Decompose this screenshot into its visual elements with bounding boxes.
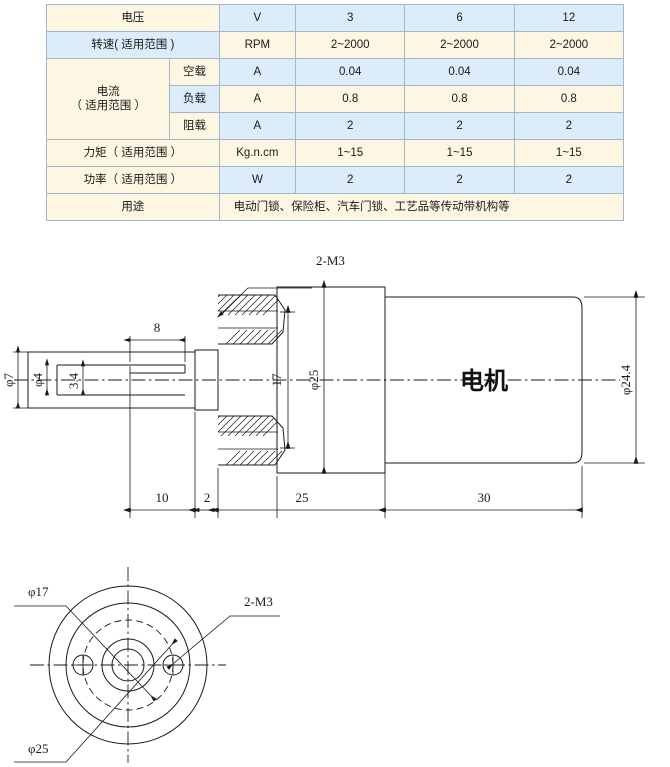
callout-2-m3-end: 2-M3 — [166, 594, 280, 670]
dim-label-30: 30 — [478, 490, 491, 505]
dim-label-10: 10 — [156, 490, 169, 505]
unit-speed: RPM — [218, 31, 297, 59]
dim-label-phi7: φ7 — [1, 373, 16, 388]
value-power-12v: 2 — [513, 166, 625, 194]
motor-body-outline — [384, 296, 583, 464]
value-speed-3v: 2~2000 — [295, 31, 406, 59]
value-voltage-6v: 6 — [404, 4, 515, 32]
row-label-power: 功率（ 适用范围 ） — [46, 166, 220, 194]
value-current-no-load-12v: 0.04 — [513, 58, 625, 86]
value-speed-12v: 2~2000 — [513, 31, 625, 59]
value-current-stall-12v: 2 — [513, 112, 625, 140]
value-current-stall-3v: 2 — [295, 112, 406, 140]
sub-label-no-load: 空载 — [169, 58, 220, 86]
threaded-boss-top — [218, 294, 286, 345]
dim-bolt-circle-17: 17 — [269, 304, 295, 449]
value-current-load-6v: 0.8 — [404, 85, 515, 113]
boss-bottom-outline — [218, 415, 286, 466]
row-label-speed: 转速( 适用范围 ) — [46, 31, 220, 59]
shaft-step-collar — [194, 349, 219, 411]
value-speed-6v: 2~2000 — [404, 31, 515, 59]
callout-phi17: φ17 — [14, 584, 157, 702]
output-shaft — [27, 351, 195, 409]
dim-label-phi25: φ25 — [306, 370, 321, 391]
dim-label-17: 17 — [269, 373, 284, 387]
unit-torque: Kg.n.cm — [218, 139, 297, 167]
dim-label-phi24p4: φ24.4 — [618, 364, 633, 395]
dim-keyway-height: 3.4 — [66, 359, 86, 396]
callout-label-phi17: φ17 — [28, 584, 49, 599]
table-row: 电流 （ 适用范围 ） 空载 A 0.04 0.04 0.04 — [45, 58, 625, 140]
dim-label-phi4: φ4 — [30, 373, 45, 388]
value-current-no-load-3v: 0.04 — [295, 58, 406, 86]
value-voltage-12v: 12 — [513, 4, 625, 32]
row-label-usage: 用途 — [46, 193, 220, 221]
sub-label-stall: 阻载 — [169, 112, 220, 140]
dim-flange-dia: φ25 — [306, 279, 327, 474]
table-row: 阻载 A 2 2 2 — [47, 112, 625, 140]
row-label-current: 电流 （ 适用范围 ） — [45, 58, 171, 140]
unit-current-stall: A — [218, 112, 297, 140]
table-row: 用途 电动门锁、保险柜、汽车门锁、工艺品等传动带机构等 — [46, 193, 625, 221]
boss-top-outline — [218, 294, 286, 345]
value-power-6v: 2 — [404, 166, 515, 194]
value-current-stall-6v: 2 — [404, 112, 515, 140]
boss-top-hatch — [218, 295, 285, 344]
table-row: 力矩（ 适用范围 ） Kg.n.cm 1~15 1~15 1~15 — [46, 139, 625, 167]
callout-phi25: φ25 — [14, 638, 178, 763]
value-voltage-3v: 3 — [295, 4, 406, 32]
dim-label-25: 25 — [296, 490, 309, 505]
row-label-torque: 力矩（ 适用范围 ） — [46, 139, 220, 167]
motor-spec-table: 电压 V 3 6 12 转速( 适用范围 ) RPM 2~2000 2~2000… — [45, 4, 625, 221]
value-power-3v: 2 — [295, 166, 406, 194]
value-torque-6v: 1~15 — [404, 139, 515, 167]
dim-label-8: 8 — [154, 320, 161, 335]
value-usage: 电动门锁、保险柜、汽车门锁、工艺品等传动带机构等 — [218, 193, 625, 221]
motor-body-label: 电机 — [460, 368, 508, 395]
dim-chain-lengths: 10 2 25 30 — [122, 366, 583, 518]
value-current-load-12v: 0.8 — [513, 85, 625, 113]
table-row: 转速( 适用范围 ) RPM 2~2000 2~2000 2~2000 — [46, 31, 625, 59]
side-section-view: 电机 — [1, 253, 645, 518]
dim-label-2: 2 — [204, 490, 211, 505]
dim-shaft-outer-dia: φ7 — [1, 345, 33, 409]
end-view: φ17 φ25 2-M3 — [14, 567, 280, 763]
unit-voltage: V — [218, 4, 297, 32]
callout-label-2m3-end: 2-M3 — [244, 594, 273, 609]
callout-label-2m3-side: 2-M3 — [316, 253, 345, 268]
unit-current-no-load: A — [218, 58, 297, 86]
unit-current-load: A — [218, 85, 297, 113]
table-row: 负载 A 0.8 0.8 0.8 — [47, 85, 625, 113]
dim-label-3p4: 3.4 — [66, 372, 81, 389]
table-row: 功率（ 适用范围 ） W 2 2 2 — [46, 166, 625, 194]
dim-body-dia: φ24.4 — [584, 289, 645, 464]
row-label-current-sub: （ 适用范围 ） — [70, 100, 146, 112]
row-label-current-main: 电流 — [96, 85, 120, 98]
row-label-voltage: 电压 — [46, 4, 220, 32]
dim-flat-length: 8 — [123, 320, 186, 362]
value-torque-3v: 1~15 — [295, 139, 406, 167]
table-row: 电压 V 3 6 12 — [46, 4, 625, 32]
callout-label-phi25: φ25 — [28, 741, 49, 756]
callout-2-m3-side: 2-M3 — [217, 253, 345, 318]
engineering-drawing: 电机 — [0, 240, 670, 767]
value-torque-12v: 1~15 — [513, 139, 625, 167]
sub-label-load: 负载 — [169, 85, 220, 113]
value-current-load-3v: 0.8 — [295, 85, 406, 113]
unit-power: W — [218, 166, 297, 194]
dim-shaft-inner-dia: φ4 — [30, 358, 50, 396]
value-current-no-load-6v: 0.04 — [404, 58, 515, 86]
